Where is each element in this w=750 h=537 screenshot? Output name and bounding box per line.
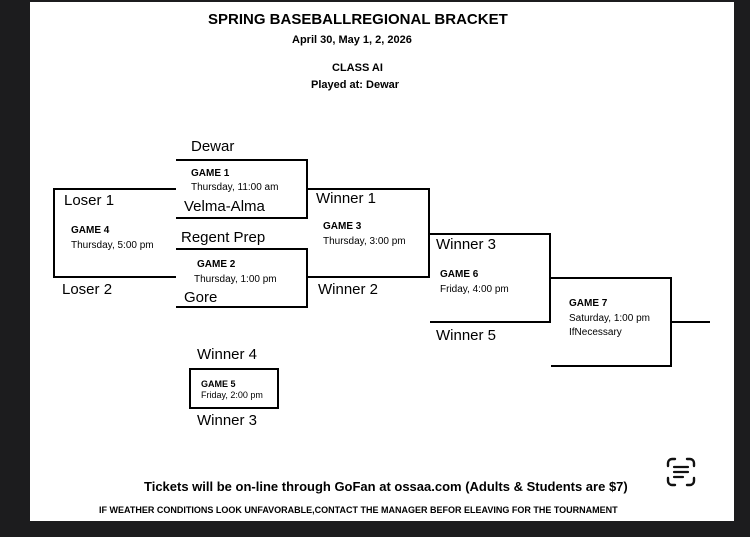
game3-time: Thursday, 3:00 pm — [323, 236, 406, 247]
game5-top-line — [190, 368, 279, 370]
game7-note: IfNecessary — [569, 327, 622, 338]
game7-top-line — [551, 277, 672, 279]
game4-time: Thursday, 5:00 pm — [71, 240, 154, 251]
game1-bottom-line — [176, 217, 308, 219]
venue-label: Played at: Dewar — [311, 79, 400, 91]
weather-note: IF WEATHER CONDITIONS LOOK UNFAVORABLE,C… — [99, 505, 618, 515]
game5-label: GAME 5 — [201, 379, 236, 389]
game5-left-line — [189, 368, 191, 409]
game7-time: Saturday, 1:00 pm — [569, 313, 650, 324]
game4-left-line — [53, 188, 55, 278]
winner1-label: Winner 1 — [316, 190, 377, 207]
loser2-label: Loser 2 — [62, 281, 113, 298]
game7-right-line — [670, 277, 672, 367]
game1-time: Thursday, 11:00 am — [191, 182, 279, 193]
game6-bottom-line — [430, 321, 551, 323]
game4-bottom-line — [54, 276, 176, 278]
game4-label: GAME 4 — [71, 225, 110, 236]
tickets-note: Tickets will be on-line through GoFan at… — [144, 479, 628, 494]
game6-time: Friday, 4:00 pm — [440, 284, 509, 295]
game3-top-line — [308, 188, 430, 190]
team-regent-prep: Regent Prep — [181, 229, 266, 246]
game5-bottom-line — [190, 407, 279, 409]
champion-line — [672, 321, 710, 323]
game3-right-line — [428, 188, 430, 278]
page-title: SPRING BASEBALLREGIONAL BRACKET — [208, 11, 508, 28]
winner5-label: Winner 5 — [436, 327, 497, 344]
scan-text-icon — [666, 457, 696, 487]
game3-label: GAME 3 — [323, 221, 362, 232]
tournament-dates: April 30, May 1, 2, 2026 — [292, 34, 412, 46]
team-gore: Gore — [184, 289, 218, 306]
winner3-game5-label: Winner 3 — [197, 412, 258, 429]
game7-label: GAME 7 — [569, 298, 608, 309]
game6-top-line — [430, 233, 551, 235]
winner2-label: Winner 2 — [318, 281, 379, 298]
game2-bottom-line — [176, 306, 308, 308]
game2-top-line — [176, 248, 308, 250]
game1-top-line — [176, 159, 308, 161]
winner3-label: Winner 3 — [436, 236, 497, 253]
game5-right-line — [277, 368, 279, 409]
game1-label: GAME 1 — [191, 168, 230, 179]
team-dewar: Dewar — [191, 138, 235, 155]
bracket-document — [30, 2, 734, 521]
game6-right-line — [549, 233, 551, 323]
loser1-label: Loser 1 — [64, 192, 115, 209]
game2-time: Thursday, 1:00 pm — [194, 274, 277, 285]
winner4-game5-label: Winner 4 — [197, 346, 258, 363]
game3-bottom-line — [308, 276, 430, 278]
game2-label: GAME 2 — [197, 259, 236, 270]
game2-right-line — [306, 248, 308, 308]
game5-time: Friday, 2:00 pm — [201, 390, 263, 400]
game1-right-line — [306, 159, 308, 219]
class-label: CLASS AI — [332, 62, 383, 74]
game4-top-line — [54, 188, 176, 190]
game7-bottom-line — [551, 365, 672, 367]
game5-box: GAME 5 Friday, 2:00 pm — [201, 379, 263, 400]
team-velma-alma: Velma-Alma — [184, 198, 265, 215]
scan-text-button[interactable] — [650, 441, 712, 503]
game6-label: GAME 6 — [440, 269, 479, 280]
